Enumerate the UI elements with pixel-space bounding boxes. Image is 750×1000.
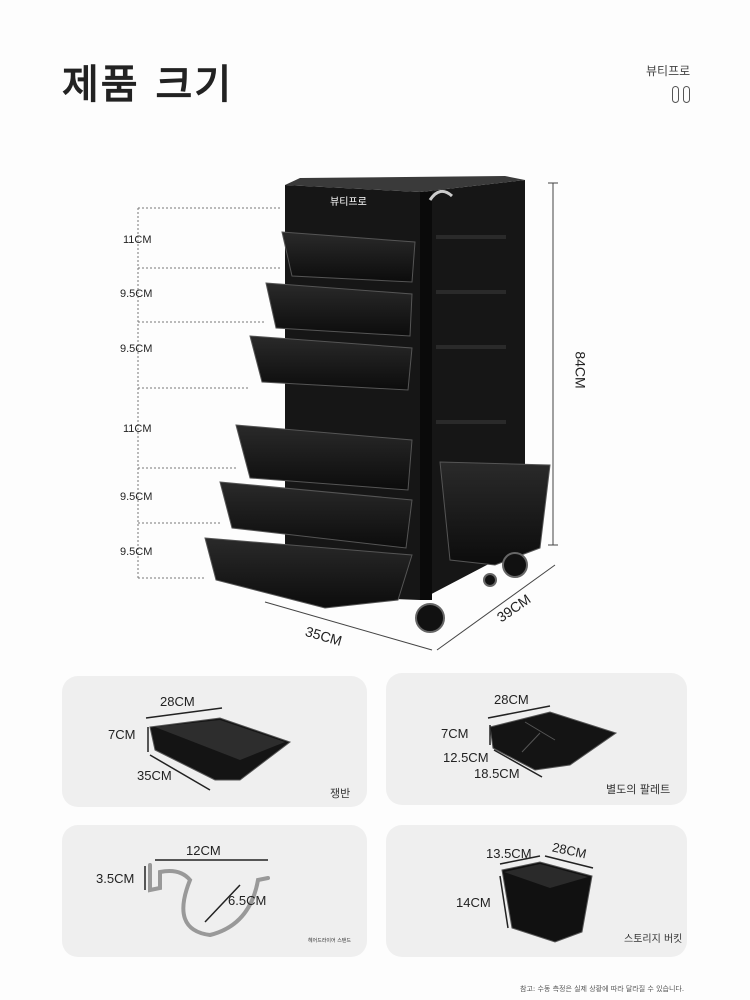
drawer-height-5: 9.5CM xyxy=(120,491,153,503)
dryer-stand-caption: 헤어드라이어 스탠드 xyxy=(308,938,351,944)
drawer-5 xyxy=(219,481,413,549)
drawer-3 xyxy=(249,335,413,391)
footnote: 참고: 수동 측정은 실제 상황에 따라 달라질 수 있습니다. xyxy=(520,985,685,993)
drawer-2 xyxy=(265,282,413,337)
drawer-height-1: 11CM xyxy=(123,234,152,246)
drawer-height-3: 9.5CM xyxy=(120,343,153,355)
palette-width: 28CM xyxy=(494,692,529,707)
hook-icon xyxy=(428,189,454,201)
brand-mark-icon xyxy=(672,86,690,103)
palette-small-compartment: 12.5CM xyxy=(443,750,489,765)
tray-width: 28CM xyxy=(160,694,195,709)
dryer-stand-height: 3.5CM xyxy=(96,871,135,886)
palette-large-compartment: 18.5CM xyxy=(474,766,520,781)
bucket-height: 14CM xyxy=(456,895,491,910)
tray-caption: 쟁반 xyxy=(330,787,351,800)
dryer-stand-radius: 6.5CM xyxy=(228,893,267,908)
bucket-caption: 스토리지 버킷 xyxy=(624,934,683,945)
drawer-6 xyxy=(204,537,413,609)
tray-length: 35CM xyxy=(137,768,172,783)
drawer-1 xyxy=(281,231,416,283)
page-title: 제품 크기 xyxy=(62,62,234,108)
brand-name: 뷰티프로 xyxy=(646,64,691,78)
drawer-height-6: 9.5CM xyxy=(120,546,153,558)
dryer-stand-width: 12CM xyxy=(186,843,221,858)
drawer-height-2: 9.5CM xyxy=(120,288,153,300)
wheels xyxy=(415,552,528,633)
drawers xyxy=(204,231,416,609)
palette-caption: 별도의 팔레트 xyxy=(606,783,671,796)
tray-height: 7CM xyxy=(108,727,136,742)
cart-logo: 뷰티프로 xyxy=(330,196,367,208)
bucket-depth: 13.5CM xyxy=(486,846,532,861)
drawer-height-4: 11CM xyxy=(123,423,152,435)
palette-height: 7CM xyxy=(441,726,469,741)
drawer-4 xyxy=(235,424,413,491)
